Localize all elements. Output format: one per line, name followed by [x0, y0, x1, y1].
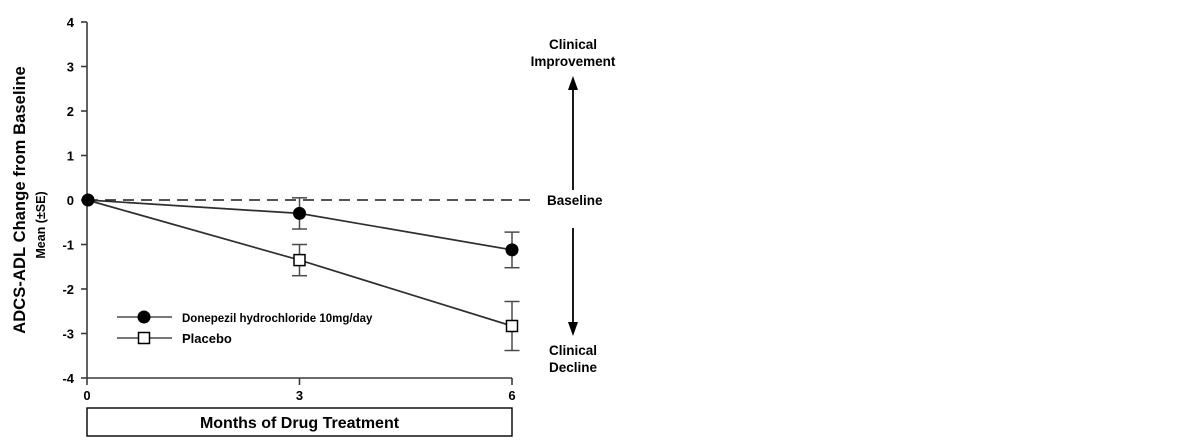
- y-axis-label-sublabel: Mean (±SE): [34, 191, 48, 258]
- annotation-improvement-line2: Improvement: [531, 54, 616, 69]
- arrow-down-head: [568, 322, 578, 336]
- annotation-decline-line2: Decline: [549, 360, 598, 375]
- y-axis-label: ADCS-ADL Change from Baseline: [11, 66, 29, 334]
- legend-label-placebo: Placebo: [182, 331, 232, 346]
- annotation-clinical-decline: Clinical Decline: [549, 228, 598, 375]
- x-axis-label: Months of Drug Treatment: [200, 415, 400, 432]
- data-point-placebo-month6: [505, 319, 519, 333]
- y-tick-label: -3: [62, 327, 74, 342]
- y-tick-label: -1: [62, 238, 74, 253]
- annotation-baseline-label: Baseline: [547, 193, 603, 208]
- data-point-placebo-month3: [293, 253, 306, 267]
- arrow-up-head: [568, 76, 578, 90]
- legend-marker-donepezil: [137, 310, 151, 324]
- y-tick-label: 1: [67, 149, 74, 164]
- y-tick-label: -4: [62, 371, 74, 386]
- annotation-clinical-improvement: Clinical Improvement: [531, 37, 616, 190]
- data-point-donepezil-month3: [293, 206, 306, 220]
- data-point-donepezil-month6: [505, 243, 519, 257]
- x-axis-tick-labels: 0 3 6: [83, 388, 515, 403]
- y-axis-tick-labels: 4 3 2 1 0 -1 -2 -3 -4: [62, 15, 74, 386]
- legend-label-donepezil: Donepezil hydrochloride 10mg/day: [182, 313, 373, 325]
- x-axis-ticks: [86, 378, 513, 385]
- annotation-improvement-line1: Clinical: [549, 37, 597, 52]
- x-tick-label: 0: [83, 388, 90, 403]
- y-tick-label: 4: [67, 15, 75, 30]
- legend-marker-placebo: [137, 331, 151, 345]
- y-tick-label: 0: [67, 193, 74, 208]
- x-axis-label-box: [86, 407, 513, 437]
- annotation-decline-line1: Clinical: [549, 343, 597, 358]
- y-tick-label: 2: [67, 104, 74, 119]
- x-tick-label: 6: [508, 388, 515, 403]
- x-tick-label: 3: [296, 388, 303, 403]
- y-tick-label: -2: [62, 282, 74, 297]
- legend: Donepezil hydrochloride 10mg/day Placebo: [117, 310, 373, 346]
- y-tick-label: 3: [67, 60, 74, 75]
- data-point-origin: [81, 193, 95, 207]
